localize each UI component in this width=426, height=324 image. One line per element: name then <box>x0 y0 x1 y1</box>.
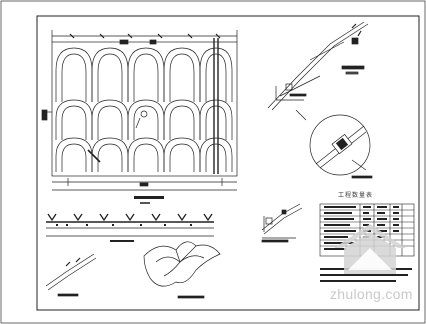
slope-section-detail <box>267 21 369 111</box>
watermark-text: zhulong.com <box>330 286 413 302</box>
arch-skeleton-elevation <box>41 30 238 191</box>
quantity-table-title: 工程数量表 <box>338 192 374 199</box>
circular-detail-enlargement <box>295 109 373 179</box>
bottom-slope-detail <box>45 253 97 297</box>
elevation-caption-marks <box>134 196 164 204</box>
small-section-detail <box>261 203 303 243</box>
inner-frame <box>36 15 420 311</box>
arch-joint-isometric <box>143 241 221 299</box>
house-logo-icon <box>334 224 406 274</box>
longitudinal-profile <box>46 213 214 242</box>
